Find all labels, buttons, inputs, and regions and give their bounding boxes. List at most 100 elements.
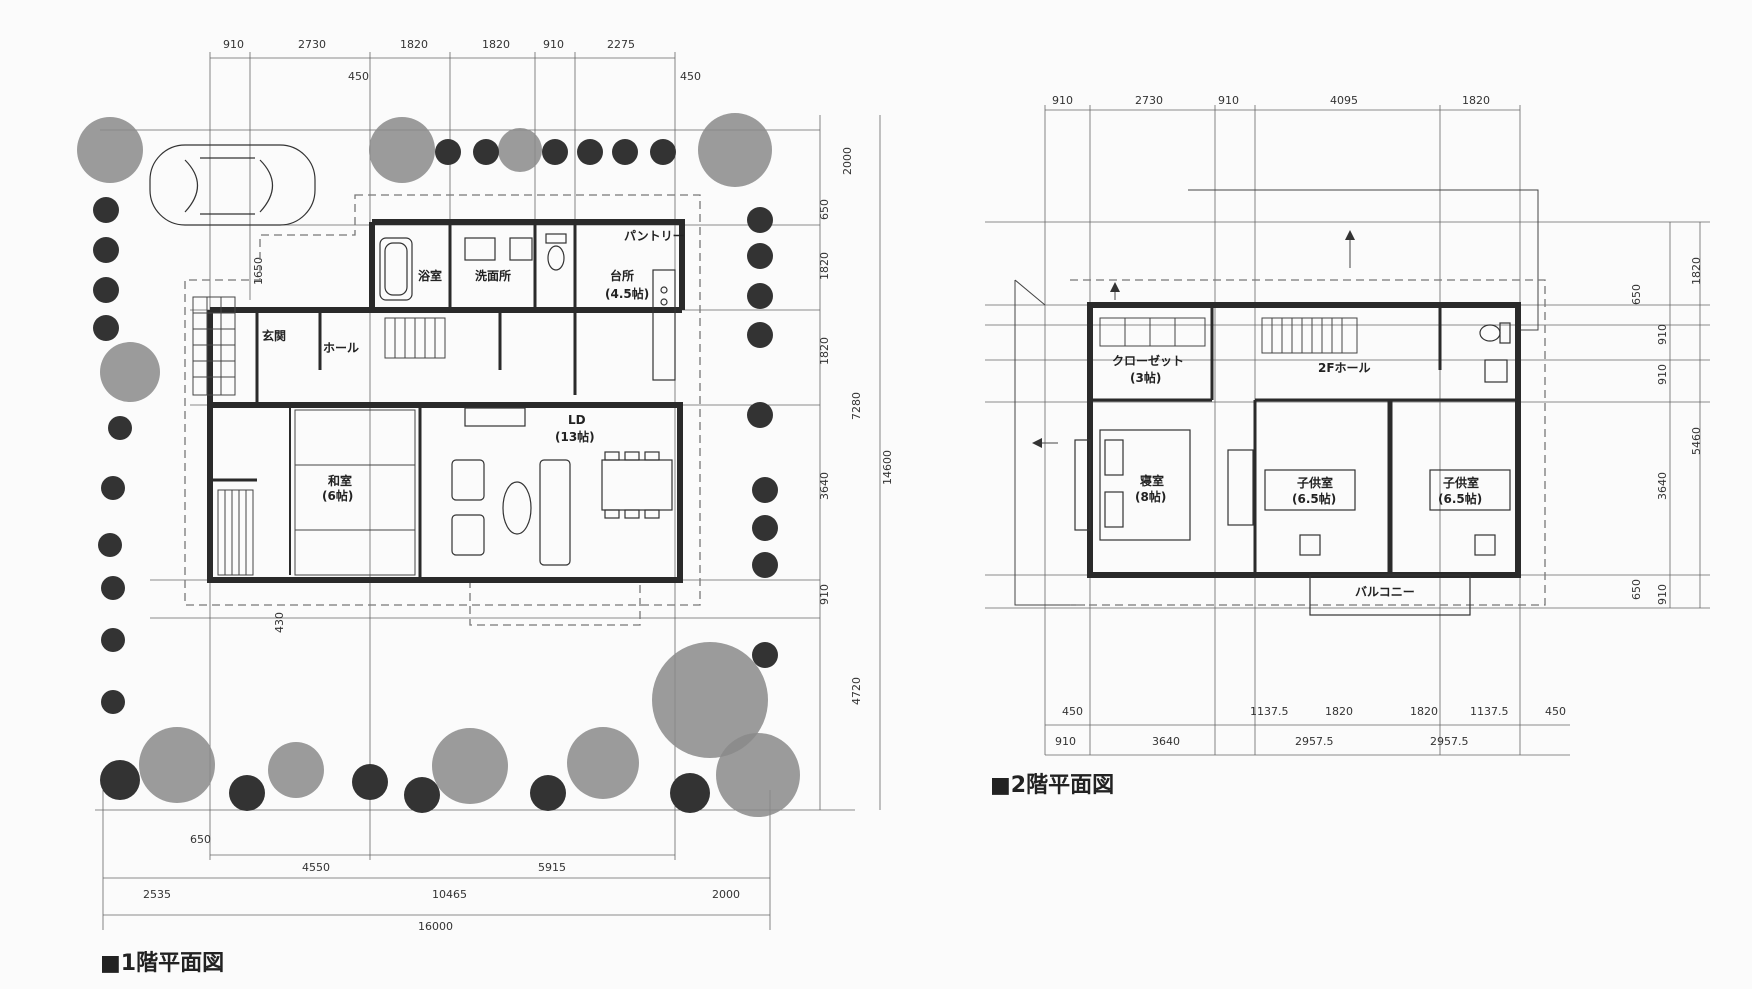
f1-top-dim-1: 910 — [223, 38, 244, 51]
f1-room-bath: 浴室 — [418, 268, 442, 283]
f2-right-dim-1: 1820 — [1690, 257, 1703, 285]
f1-top-dim-6: 2275 — [607, 38, 635, 51]
tatami-mats — [294, 409, 416, 576]
tv-board-icon — [464, 407, 526, 427]
f2-top-dim-5: 1820 — [1462, 94, 1490, 107]
f2-roof-outline — [1188, 189, 1539, 331]
f2-bottom-dim-7: 910 — [1055, 735, 1076, 748]
arrow-icon — [1032, 230, 1355, 448]
f2-room-child1-size: (6.5帖) — [1292, 491, 1336, 506]
f1-entry-tiles — [192, 296, 236, 396]
f1-bottom-dim-3: 2535 — [143, 888, 171, 901]
f2-room-closet: クローゼット — [1112, 353, 1184, 368]
f2-room-child2-size: (6.5帖) — [1438, 491, 1482, 506]
f2-bottom-dim-8: 3640 — [1152, 735, 1180, 748]
bathtub-icon — [379, 237, 413, 301]
f1-staircase — [217, 317, 446, 576]
f1-trees-large — [77, 113, 800, 817]
balcony-outline — [1309, 574, 1471, 616]
f1-right-dim-1: 2000 — [841, 147, 854, 175]
f2-bottom-dim-5: 1137.5 — [1470, 705, 1509, 718]
f2-staircase — [1261, 317, 1358, 354]
f1-right-dim-2: 650 — [818, 199, 831, 220]
child-room-furniture-2 — [1429, 469, 1511, 556]
f2-right-dim-6: 3640 — [1656, 472, 1669, 500]
car-icon — [149, 144, 316, 226]
f2-bottom-dim-3: 1820 — [1325, 705, 1353, 718]
floor2-plan: 910 2730 910 4095 1820 1820 650 910 910 … — [985, 94, 1710, 798]
f1-roof-outline — [184, 194, 701, 606]
f2-bottom-dim-4: 1820 — [1410, 705, 1438, 718]
f2-right-dim-7: 650 — [1630, 579, 1643, 600]
f1-room-washroom: 洗面所 — [475, 268, 511, 283]
f1-small-dim-430: 430 — [273, 612, 286, 633]
f2-bottom-dim-9: 2957.5 — [1295, 735, 1334, 748]
f1-offset-dim-left: 450 — [348, 70, 369, 83]
f2-top-dim-2: 2730 — [1135, 94, 1163, 107]
f1-offset-dim-right: 450 — [680, 70, 701, 83]
f2-lower-roof-outline — [1014, 280, 1085, 606]
dining-table-icon — [601, 451, 673, 519]
f2-bottom-dim-1: 450 — [1062, 705, 1083, 718]
f1-room-hall: ホール — [323, 341, 359, 355]
f1-bottom-dim-4: 10465 — [432, 888, 467, 901]
f1-top-dim-3: 1820 — [400, 38, 428, 51]
f2-top-dim-1: 910 — [1052, 94, 1073, 107]
f2-bottom-dim-10: 2957.5 — [1430, 735, 1469, 748]
f1-right-dim-5: 3640 — [818, 472, 831, 500]
f1-top-dim-2: 2730 — [298, 38, 326, 51]
f1-walls — [207, 219, 685, 583]
f2-right-dim-3: 910 — [1656, 324, 1669, 345]
f1-right-total-inner: 7280 — [850, 392, 863, 420]
f1-room-washitsu-size: (6帖) — [322, 488, 353, 503]
child-room-furniture-1 — [1264, 469, 1356, 556]
kitchen-counter-icon — [652, 269, 676, 381]
f2-washbasin-icon — [1484, 359, 1508, 383]
f2-right-dim-2: 650 — [1630, 284, 1643, 305]
f1-small-dim-650: 650 — [190, 833, 211, 846]
f1-right-dim-7: 4720 — [850, 677, 863, 705]
f2-room-closet-size: (3帖) — [1130, 370, 1161, 385]
f2-bottom-dim-6: 450 — [1545, 705, 1566, 718]
toilet-icon — [545, 233, 567, 271]
f1-room-kitchen-size: (4.5帖) — [605, 286, 649, 301]
f1-right-dim-6: 910 — [818, 584, 831, 605]
window-left — [1074, 439, 1091, 531]
floor2-grid-lines — [985, 105, 1710, 756]
f1-top-dim-5: 910 — [543, 38, 564, 51]
f1-porch-outline — [469, 580, 641, 626]
f2-right-dim-5: 5460 — [1690, 427, 1703, 455]
f2-room-master: 寝室 — [1140, 473, 1164, 488]
f1-top-dim-4: 1820 — [482, 38, 510, 51]
f1-room-kitchen: 台所 — [610, 268, 634, 283]
f1-bottom-total: 16000 — [418, 920, 453, 933]
f2-room-child2: 子供室 — [1443, 475, 1479, 490]
f2-bottom-dim-2: 1137.5 — [1250, 705, 1289, 718]
sofa-set-icon — [451, 459, 571, 566]
f1-room-washitsu: 和室 — [327, 473, 352, 488]
f1-right-total: 14600 — [881, 450, 894, 485]
f1-room-pantry: パントリー — [624, 229, 685, 243]
floor1-plan: 910 2730 1820 1820 910 2275 450 450 2000… — [77, 38, 894, 976]
f2-room-2f-hall: 2Fホール — [1318, 361, 1371, 375]
f1-room-entrance: 玄関 — [262, 328, 286, 343]
f1-right-dim-3: 1820 — [818, 252, 831, 280]
f1-right-dim-4: 1820 — [818, 337, 831, 365]
f1-bottom-dim-5: 2000 — [712, 888, 740, 901]
f2-toilet-icon — [1479, 322, 1511, 344]
double-bed-icon — [1099, 429, 1254, 541]
f2-room-child1: 子供室 — [1297, 475, 1333, 490]
f2-right-dim-4: 910 — [1656, 364, 1669, 385]
f2-top-dim-3: 910 — [1218, 94, 1239, 107]
f2-room-balcony: バルコニー — [1355, 585, 1415, 599]
f1-bottom-dim-2: 5915 — [538, 861, 566, 874]
floor2-caption: ■2階平面図 — [990, 773, 1114, 798]
f2-top-dim-4: 4095 — [1330, 94, 1358, 107]
f2-room-master-size: (8帖) — [1135, 489, 1166, 504]
washbasin-icon — [464, 237, 533, 261]
f1-left-dim: 1650 — [252, 257, 265, 285]
f1-room-ld: LD — [568, 413, 586, 427]
f1-bottom-dim-1: 4550 — [302, 861, 330, 874]
f1-shrubs — [93, 139, 778, 813]
